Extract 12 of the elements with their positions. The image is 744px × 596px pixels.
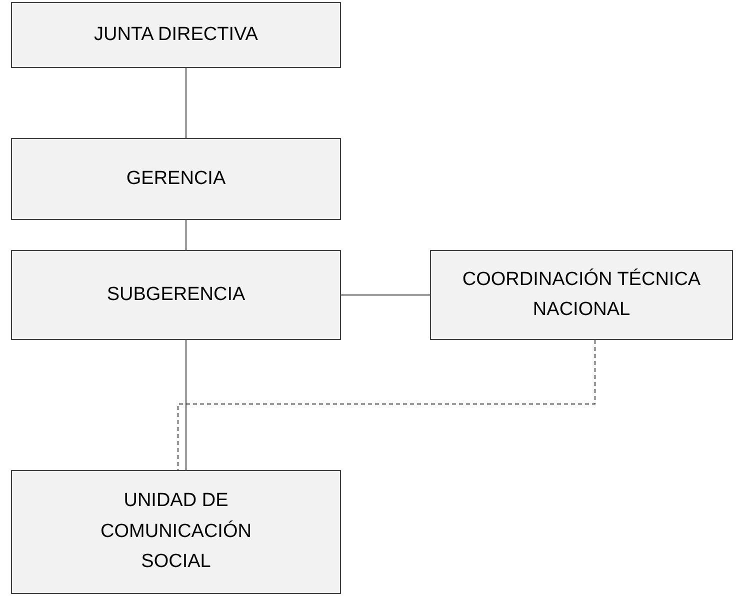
connector-line <box>340 294 430 296</box>
box-label: UNIDAD DE COMUNICACIÓN SOCIAL <box>100 489 252 574</box>
dashed-connector-line <box>178 340 596 470</box>
box-label: GERENCIA <box>126 166 226 191</box>
org-box <box>430 250 733 340</box>
box-label: JUNTA DIRECTIVA <box>94 22 258 47</box>
org-box <box>11 2 341 68</box>
box-label: SUBGERENCIA <box>106 282 246 307</box>
box-label: COORDINACIÓN TÉCNICA NACIONAL <box>462 268 702 322</box>
org-box <box>11 250 341 340</box>
org-box <box>11 470 341 594</box>
org-box <box>11 138 341 220</box>
